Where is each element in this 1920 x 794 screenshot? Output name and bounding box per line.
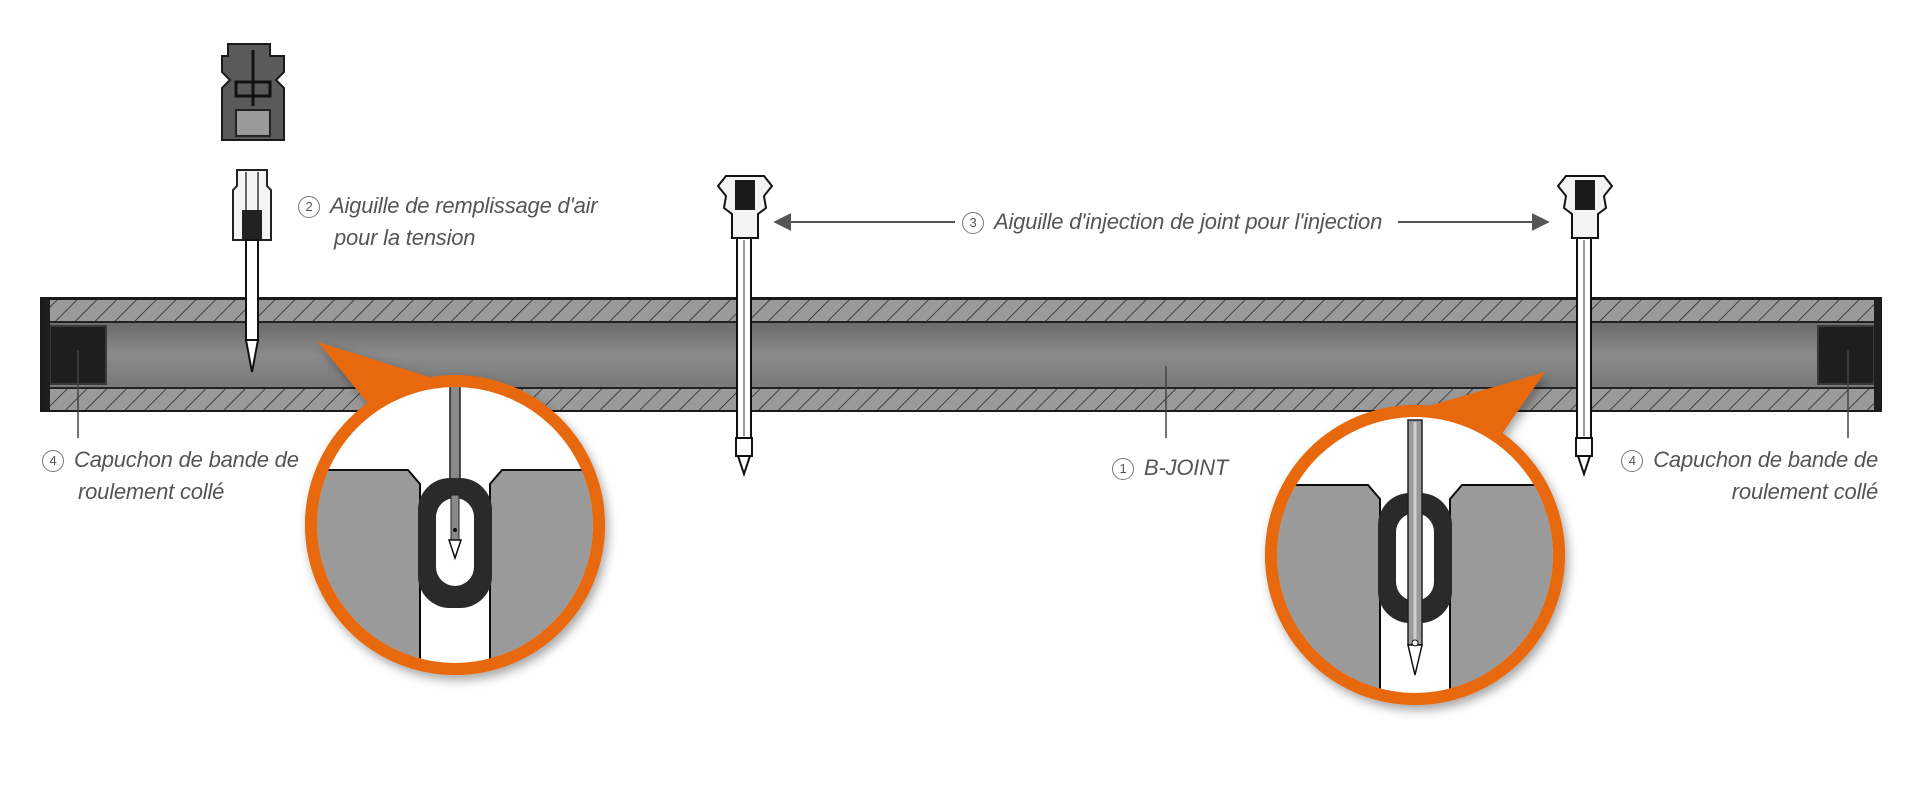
top-wall: [44, 300, 1878, 322]
cap-right: [1817, 325, 1875, 385]
bottom-wall: [44, 388, 1878, 410]
air-valve-icon: [221, 43, 285, 141]
joint-bar: [40, 297, 1882, 412]
number-badge: 2: [298, 196, 320, 218]
b-joint-tube: [44, 323, 1878, 387]
number-badge: 3: [962, 212, 984, 234]
number-badge: 1: [1112, 458, 1134, 480]
detail-magnifier-right: [1265, 372, 1565, 705]
air-needle-icon: [232, 169, 272, 373]
injection-needle-right-icon: [1556, 175, 1614, 478]
number-badge: 4: [1621, 450, 1644, 472]
injection-needle-left-icon: [716, 175, 774, 478]
number-badge: 4: [42, 450, 64, 472]
